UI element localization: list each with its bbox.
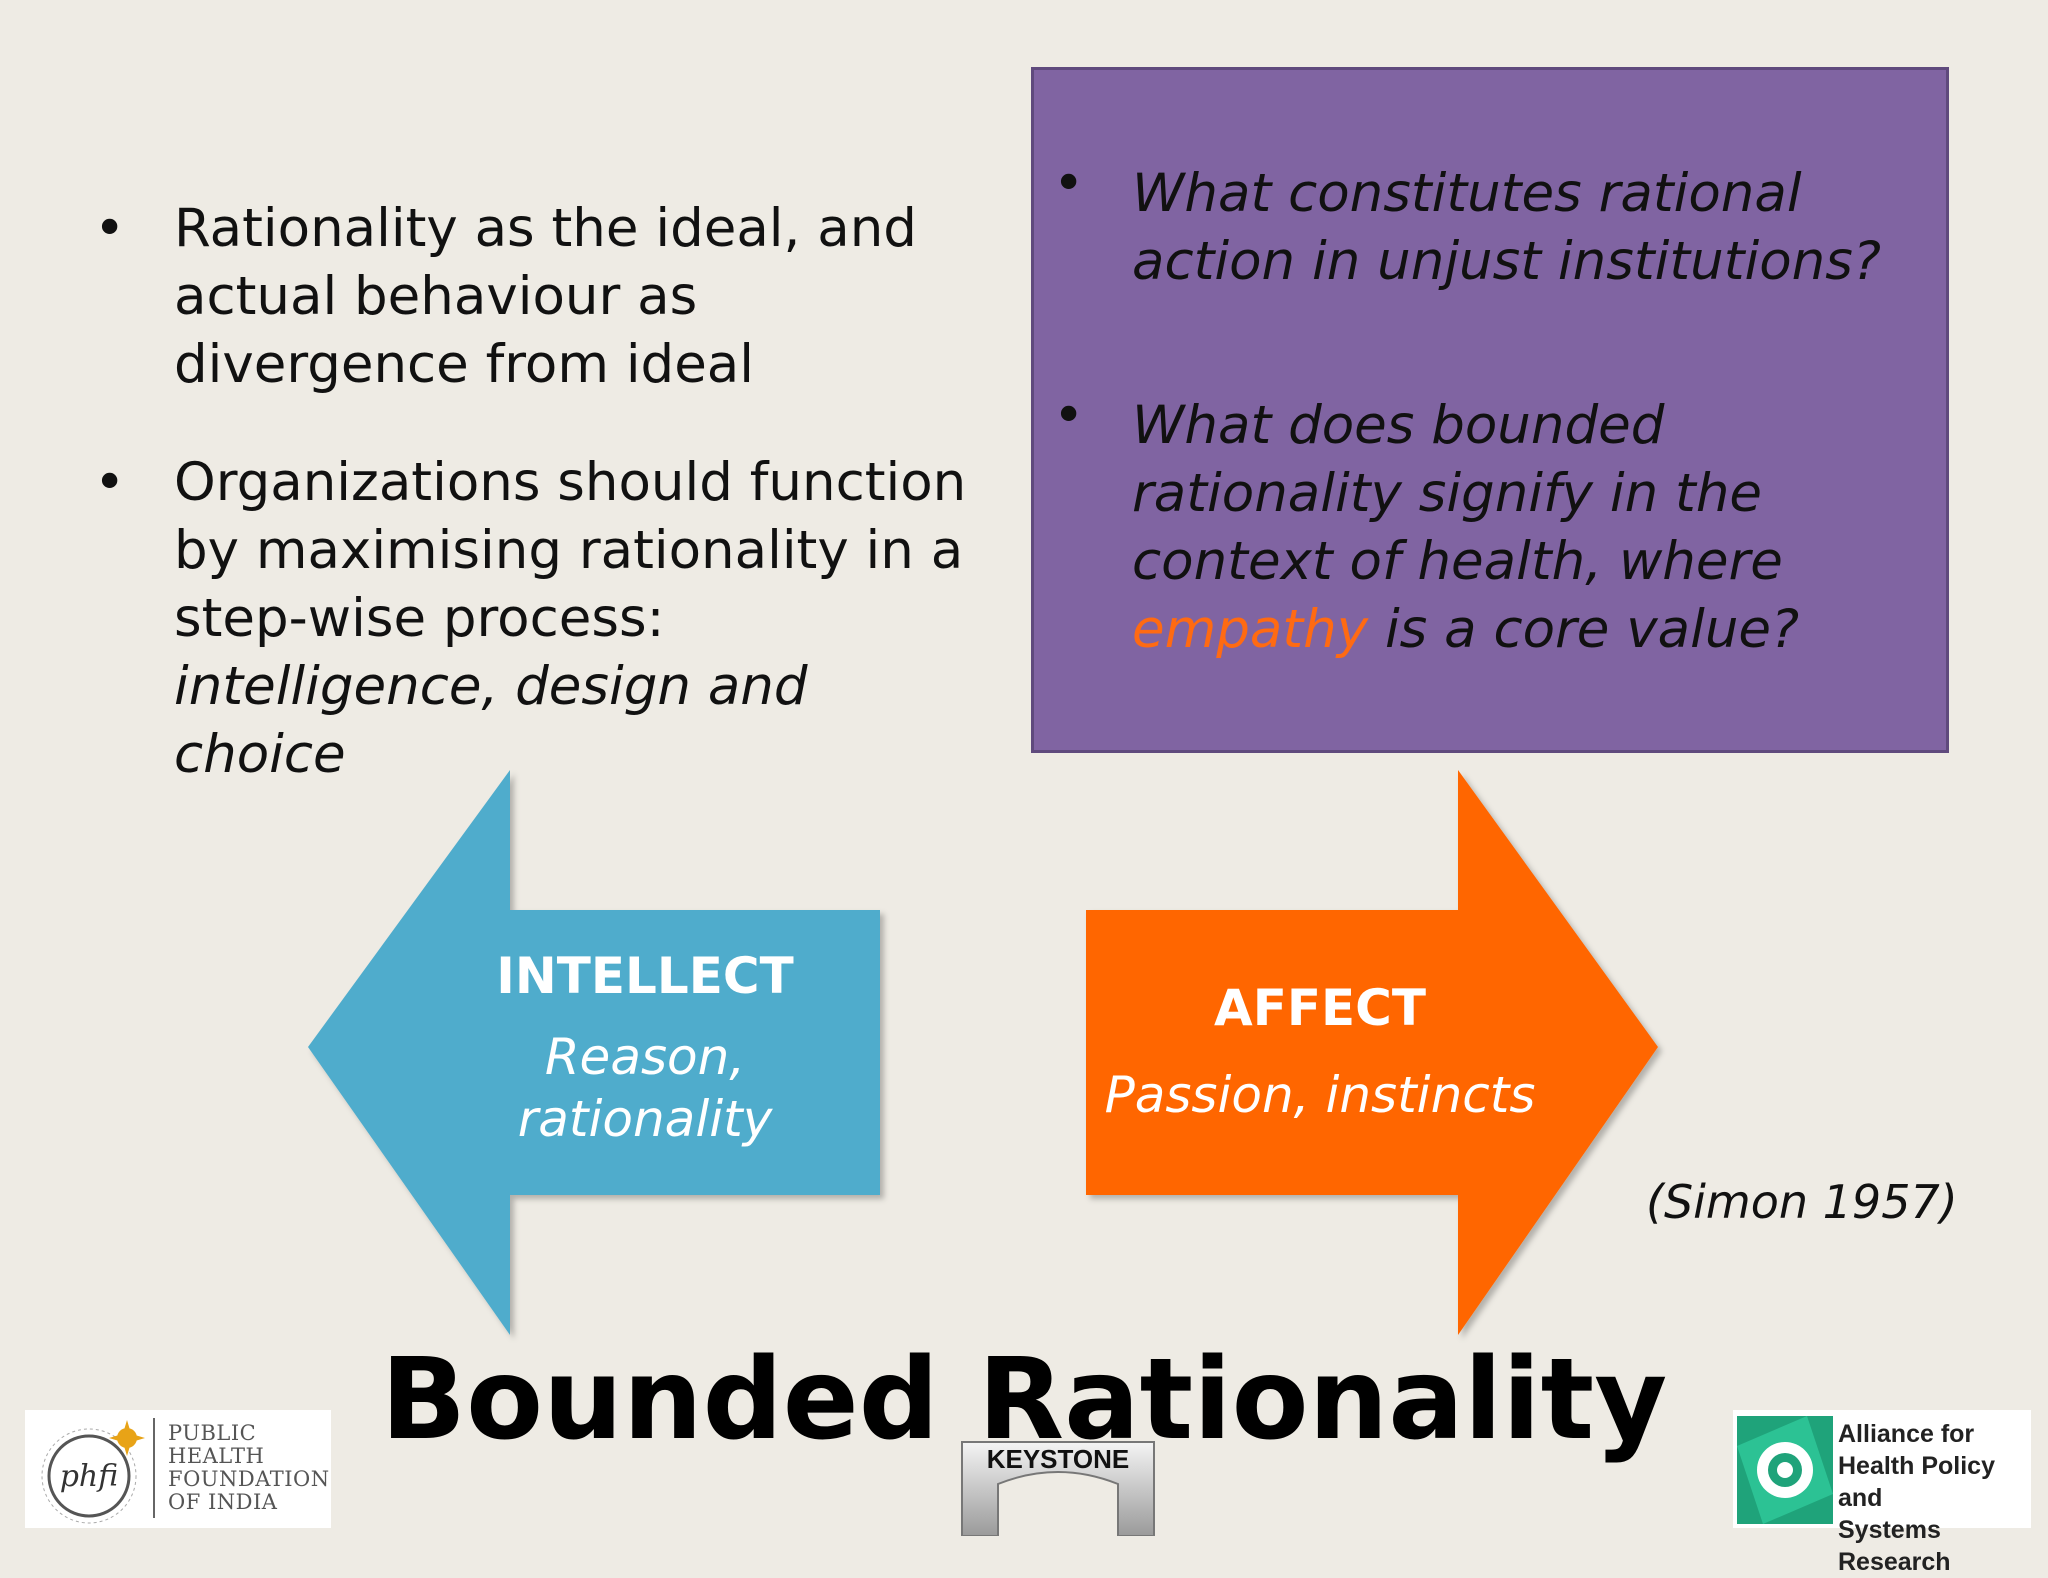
keystone-arch-icon [961, 1441, 1155, 1536]
phfi-divider [153, 1418, 155, 1518]
intellect-title: INTELLECT [496, 947, 794, 1005]
affect-subtitle: Passion, instincts [1104, 1066, 1536, 1124]
ahpsr-emblem-icon [1737, 1416, 1833, 1524]
intellect-subtitle: Reason, rationality [517, 1028, 773, 1148]
question-list: What constitutes rational action in unju… [1040, 150, 1940, 760]
question-bounded-rationality-health: What does bounded rationality signify in… [1040, 382, 1940, 664]
left-bullet-list: Rationality as the ideal, and actual beh… [90, 195, 970, 839]
phfi-emblem-icon: phfi [41, 1420, 145, 1524]
intellect-arrow [308, 770, 880, 1335]
keystone-label: KEYSTONE [986, 1444, 1130, 1474]
affect-arrow [1086, 770, 1658, 1335]
intellect-arrow-shape [308, 770, 880, 1335]
ahpsr-logo: Alliance for Health Policy and Systems R… [1733, 1410, 2031, 1576]
affect-title: AFFECT [1214, 979, 1426, 1037]
affect-arrow-shape [1086, 770, 1658, 1335]
bullet-italic-terms: intelligence, design and choice [174, 656, 808, 785]
empathy-highlight: empathy [1132, 599, 1369, 660]
ahpsr-wordmark: Alliance for Health Policy and Systems R… [1838, 1420, 1995, 1576]
intellect-label: INTELLECT Reason, rationality [480, 946, 810, 1150]
keystone-logo: KEYSTONE [958, 1440, 1158, 1536]
phfi-wordmark: PUBLIC HEALTH FOUNDATION OF INDIA [168, 1421, 330, 1514]
phfi-emblem-mark: phfi [60, 1459, 119, 1494]
question-unjust-institutions: What constitutes rational action in unju… [1040, 150, 1940, 296]
bullet-organizations: Organizations should function by maximis… [90, 449, 970, 789]
phfi-logo: phfi PUBLIC HEALTH FOUNDATION OF INDIA [25, 1410, 331, 1528]
affect-label: AFFECT Passion, instincts [1100, 978, 1540, 1126]
bullet-rationality-ideal: Rationality as the ideal, and actual beh… [90, 195, 970, 399]
citation: (Simon 1957) [1646, 1175, 1958, 1229]
